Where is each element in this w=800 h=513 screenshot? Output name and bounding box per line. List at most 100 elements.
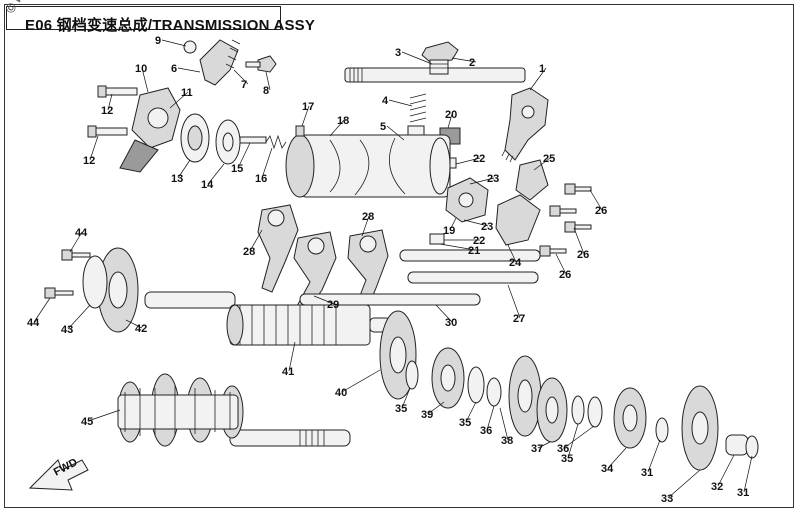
main-shaft <box>144 291 391 346</box>
leader-line <box>647 439 661 473</box>
leader-line <box>177 159 191 179</box>
callout-label: 45 <box>81 416 93 428</box>
gear-set <box>379 310 759 471</box>
callout-label: 9 <box>155 35 161 47</box>
callout-label: 1 <box>539 63 545 75</box>
leader-line <box>249 229 263 252</box>
stopper-plate <box>495 159 549 246</box>
leader-line <box>717 454 735 487</box>
leader-line <box>486 405 495 431</box>
callout-label: 34 <box>601 463 614 475</box>
leader-line <box>555 253 567 275</box>
leader-line <box>261 147 273 179</box>
callout-label: 36 <box>480 425 492 437</box>
leader-line <box>427 401 445 415</box>
callout-label: 36 <box>557 443 569 455</box>
leader-lines <box>33 39 753 499</box>
callout-label: 22 <box>473 153 485 165</box>
leader-line <box>161 39 187 47</box>
callout-label: 39 <box>421 409 433 421</box>
leader-line <box>237 142 251 169</box>
callout-label: 29 <box>327 299 339 311</box>
callout-label: 28 <box>243 246 255 258</box>
callout-label: 28 <box>362 211 374 223</box>
leader-line <box>361 215 370 237</box>
callout-label: 24 <box>509 257 522 269</box>
leader-line <box>529 67 547 91</box>
leader-line <box>141 67 149 93</box>
title-box: E06 钢档变速总成/TRANSMISSION ASSY <box>6 6 315 34</box>
callout-label: 40 <box>335 387 347 399</box>
leader-line <box>447 113 453 129</box>
callout-label: 41 <box>282 366 294 378</box>
diagram-frame <box>4 4 794 508</box>
leader-line <box>329 119 345 137</box>
callout-label: 35 <box>395 403 407 415</box>
callout-label: 44 <box>27 317 40 329</box>
callout-label: 10 <box>135 63 147 75</box>
leader-line <box>463 219 489 227</box>
leader-line <box>607 447 627 469</box>
callout-label: 18 <box>337 115 349 127</box>
callout-label: 23 <box>487 173 499 185</box>
callout-label: 33 <box>661 493 673 505</box>
callout-label: 20 <box>445 109 457 121</box>
diagram-title: E06 钢档变速总成/TRANSMISSION ASSY <box>25 17 316 34</box>
leader-line <box>507 284 521 319</box>
callout-label: 26 <box>577 249 589 261</box>
callout-label: 2 <box>469 57 475 69</box>
leader-line <box>33 297 51 323</box>
callout-label: 5 <box>380 121 386 133</box>
plate-bolts <box>539 183 592 257</box>
leader-line <box>563 425 595 449</box>
leader-line <box>455 157 481 165</box>
drain-bolt <box>421 41 459 75</box>
leader-line <box>743 455 753 493</box>
callout-label: 7 <box>241 79 247 91</box>
callout-label: 14 <box>201 179 214 191</box>
leader-line <box>499 407 509 441</box>
callout-label: 12 <box>83 155 95 167</box>
fwd-arrow-icon: FWD <box>28 456 89 491</box>
leader-line <box>386 125 405 141</box>
callout-label: 44 <box>75 227 88 239</box>
callout-label: 15 <box>231 163 243 175</box>
callout-label: 13 <box>171 173 183 185</box>
callout-label: 32 <box>711 481 723 493</box>
callout-label: 6 <box>171 63 177 75</box>
callout-label: 26 <box>559 269 571 281</box>
shift-forks <box>257 204 389 315</box>
callout-label: 35 <box>561 453 573 465</box>
callout-label: 35 <box>459 417 471 429</box>
leader-line <box>537 441 551 449</box>
leader-line <box>67 304 91 330</box>
leader-line <box>69 231 83 253</box>
callout-label: 16 <box>255 173 267 185</box>
stopper-arm-cluster <box>87 85 287 173</box>
leader-line <box>465 401 477 423</box>
leader-line <box>469 177 495 185</box>
leader-line <box>207 163 225 185</box>
callout-label: 12 <box>101 105 113 117</box>
callout-label: 17 <box>302 101 314 113</box>
leader-line <box>573 227 585 255</box>
callout-label: 38 <box>501 435 513 447</box>
callout-label: 26 <box>595 205 607 217</box>
leader-line <box>313 295 335 305</box>
callout-label: 23 <box>481 221 493 233</box>
callout-label: 43 <box>61 324 73 336</box>
callout-label: 31 <box>641 467 653 479</box>
leader-line <box>507 244 517 263</box>
leader-line <box>449 217 457 231</box>
callout-label: 31 <box>737 487 749 499</box>
leader-line <box>589 189 603 211</box>
leader-line <box>87 409 121 422</box>
callout-label: 8 <box>263 85 269 97</box>
pin <box>429 233 445 245</box>
output-sprocket <box>44 247 139 333</box>
leader-line <box>341 369 381 393</box>
leader-line <box>107 93 113 111</box>
leader-line <box>233 69 249 85</box>
